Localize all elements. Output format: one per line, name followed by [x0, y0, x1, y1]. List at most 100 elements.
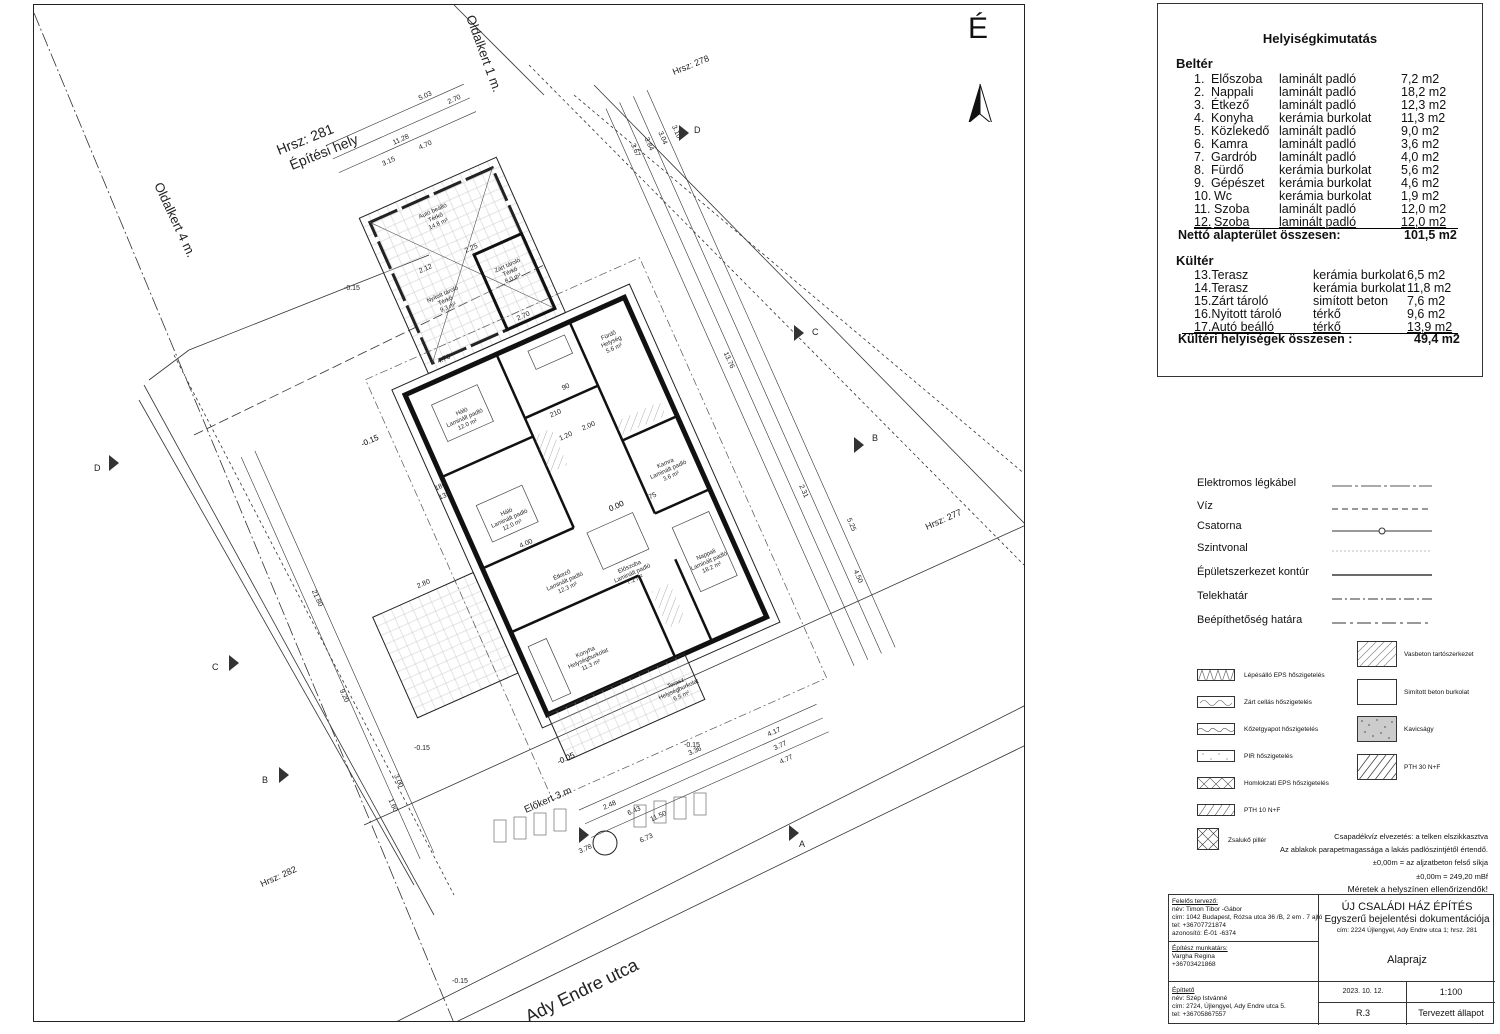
level-minus015: -0.15	[360, 433, 381, 449]
dimension: 1.20	[558, 431, 573, 443]
room-no: 12.	[1194, 215, 1212, 229]
note-parapet: Az ablakok parapetmagassága a lakás padl…	[1279, 845, 1488, 854]
room-name: 15.Zárt tároló	[1194, 294, 1269, 308]
swatch-pth30	[1357, 754, 1397, 780]
exterior-total-label: Kültéri helyiségek összesen :	[1178, 332, 1353, 346]
builder-phone: tel: +36705867557	[1172, 1011, 1227, 1018]
room-area: 5,6 m2	[1401, 163, 1440, 177]
swatch-label: Zárt cellás hőszigetelés	[1244, 699, 1312, 706]
section-mark-arrow	[794, 325, 804, 341]
dimension: 11.50	[649, 810, 667, 823]
swatch-label: Homlokzati EPS hőszigetelés	[1244, 780, 1329, 787]
street-name-label: Ady Endre utca	[522, 954, 642, 1022]
room-area: 13,9 m2	[1407, 320, 1453, 334]
total-underline	[1194, 228, 1458, 229]
section-mark: C	[812, 327, 819, 337]
room-name: 14.Terasz	[1194, 281, 1249, 295]
room-name: 13.Terasz	[1194, 268, 1249, 282]
room-name: Előszoba	[1211, 72, 1263, 86]
dimension: 3.78	[578, 843, 593, 855]
section-mark-arrow	[679, 125, 689, 141]
sheet-cell	[1319, 1003, 1407, 1025]
room-area: 12,0 m2	[1401, 215, 1447, 229]
designer-head: Felelős tervező:	[1172, 898, 1218, 905]
dimension: 4.70	[436, 353, 451, 365]
dimension: 3.36	[687, 745, 702, 757]
level-tag: -0.15	[452, 978, 468, 985]
swatch-pth10	[1197, 804, 1235, 816]
project-title: ÚJ CSALÁDI HÁZ ÉPÍTÉS	[1341, 901, 1473, 913]
section-mark-arrow	[579, 827, 589, 843]
dimension: 3.00	[392, 774, 404, 789]
room-floor: kerámia burkolat	[1279, 189, 1372, 203]
room-no: 3.	[1194, 98, 1205, 112]
date-cell	[1319, 982, 1407, 1003]
room-floor: kerámia burkolat	[1279, 176, 1372, 190]
room-floor: laminált padló	[1279, 137, 1357, 151]
room-area: 11,3 m2	[1401, 111, 1446, 125]
room-no: 7.	[1194, 150, 1205, 164]
room-label: Háló	[500, 507, 514, 518]
room-name: Kamra	[1211, 137, 1248, 151]
dimension: 139	[438, 490, 452, 501]
note-zero-mbf: ±0,00m = 249,20 mBf	[1416, 872, 1488, 881]
dimension: 2.31	[797, 484, 809, 499]
interior-section-label: Beltér	[1176, 56, 1213, 71]
tree-symbol	[592, 830, 618, 856]
room-floor: Térkő	[502, 266, 519, 278]
hrsz-282-label: Hrsz: 282	[259, 864, 298, 889]
section-mark-arrow	[789, 825, 799, 841]
room-no: 5.	[1194, 124, 1205, 138]
room-name: 16.Nyitott tároló	[1194, 307, 1282, 321]
room-no: 6.	[1194, 137, 1205, 151]
room-no: 4.	[1194, 111, 1205, 125]
room-floor: simított beton	[1313, 294, 1389, 308]
drawing-name: Alaprajz	[1387, 954, 1427, 966]
room-floor: kerámia burkolat	[1313, 268, 1406, 282]
builder-cell	[1169, 982, 1319, 1025]
designer-cell	[1169, 895, 1319, 942]
legend-contour-line	[1332, 550, 1432, 552]
room-floor: Térkő	[437, 295, 454, 307]
room-name: Közlekedő	[1211, 124, 1270, 138]
drawing-date: 2023. 10. 12.	[1342, 988, 1384, 995]
coworker-cell	[1169, 942, 1319, 982]
room-area: 7,2 m2	[1401, 72, 1440, 86]
swatch-label: PTH 30 N+F	[1404, 764, 1441, 771]
room-no: 10.	[1194, 189, 1212, 203]
swatch-closed-cell	[1197, 696, 1235, 708]
section-mark-arrow	[854, 437, 864, 453]
dimension: 3.10	[670, 124, 682, 139]
legend-power-cable-line	[1332, 485, 1432, 487]
legend-sewer-line	[1332, 527, 1432, 535]
legend-building-contour-label: Épületszerkezet kontúr	[1197, 566, 1309, 578]
dimension: 3.04	[656, 130, 668, 145]
note-rainwater: Csapadékvíz elvezetés: a telken elszikka…	[1334, 832, 1488, 841]
floor-plan-drawing: 0.00 -0.15 -0.05 Autó beálló Térkő 14.8 …	[34, 5, 1024, 1022]
room-no: 9.	[1194, 176, 1205, 190]
room-area: 11,8 m2	[1407, 281, 1452, 295]
dimension: 3.84	[643, 137, 655, 152]
dimension: 3.77	[773, 740, 788, 752]
swatch-label: Vasbeton tartószerkezet	[1404, 651, 1474, 658]
north-arrow-icon	[968, 83, 992, 122]
room-floor: térkő	[1313, 320, 1341, 334]
room-schedule-table: Helyiségkimutatás Beltér Nettó alapterül…	[1157, 3, 1483, 377]
room-area: 4,6 m2	[1401, 176, 1440, 190]
room-no: 2.	[1194, 85, 1205, 99]
dimension: 180	[434, 481, 448, 492]
hrsz-278-label: Hrsz: 278	[671, 53, 710, 77]
swatch-label: Simított beton burkolat	[1404, 689, 1470, 696]
section-mark: D	[694, 125, 701, 135]
room-name: 17.Autó beálló	[1194, 320, 1274, 334]
designer-name: név: Timon Tibor -Gábor	[1172, 906, 1243, 913]
builder-address: cím: 2724, Újlengyel, Ady Endre utca 5.	[1172, 1003, 1286, 1010]
room-label: Háló	[455, 407, 469, 418]
